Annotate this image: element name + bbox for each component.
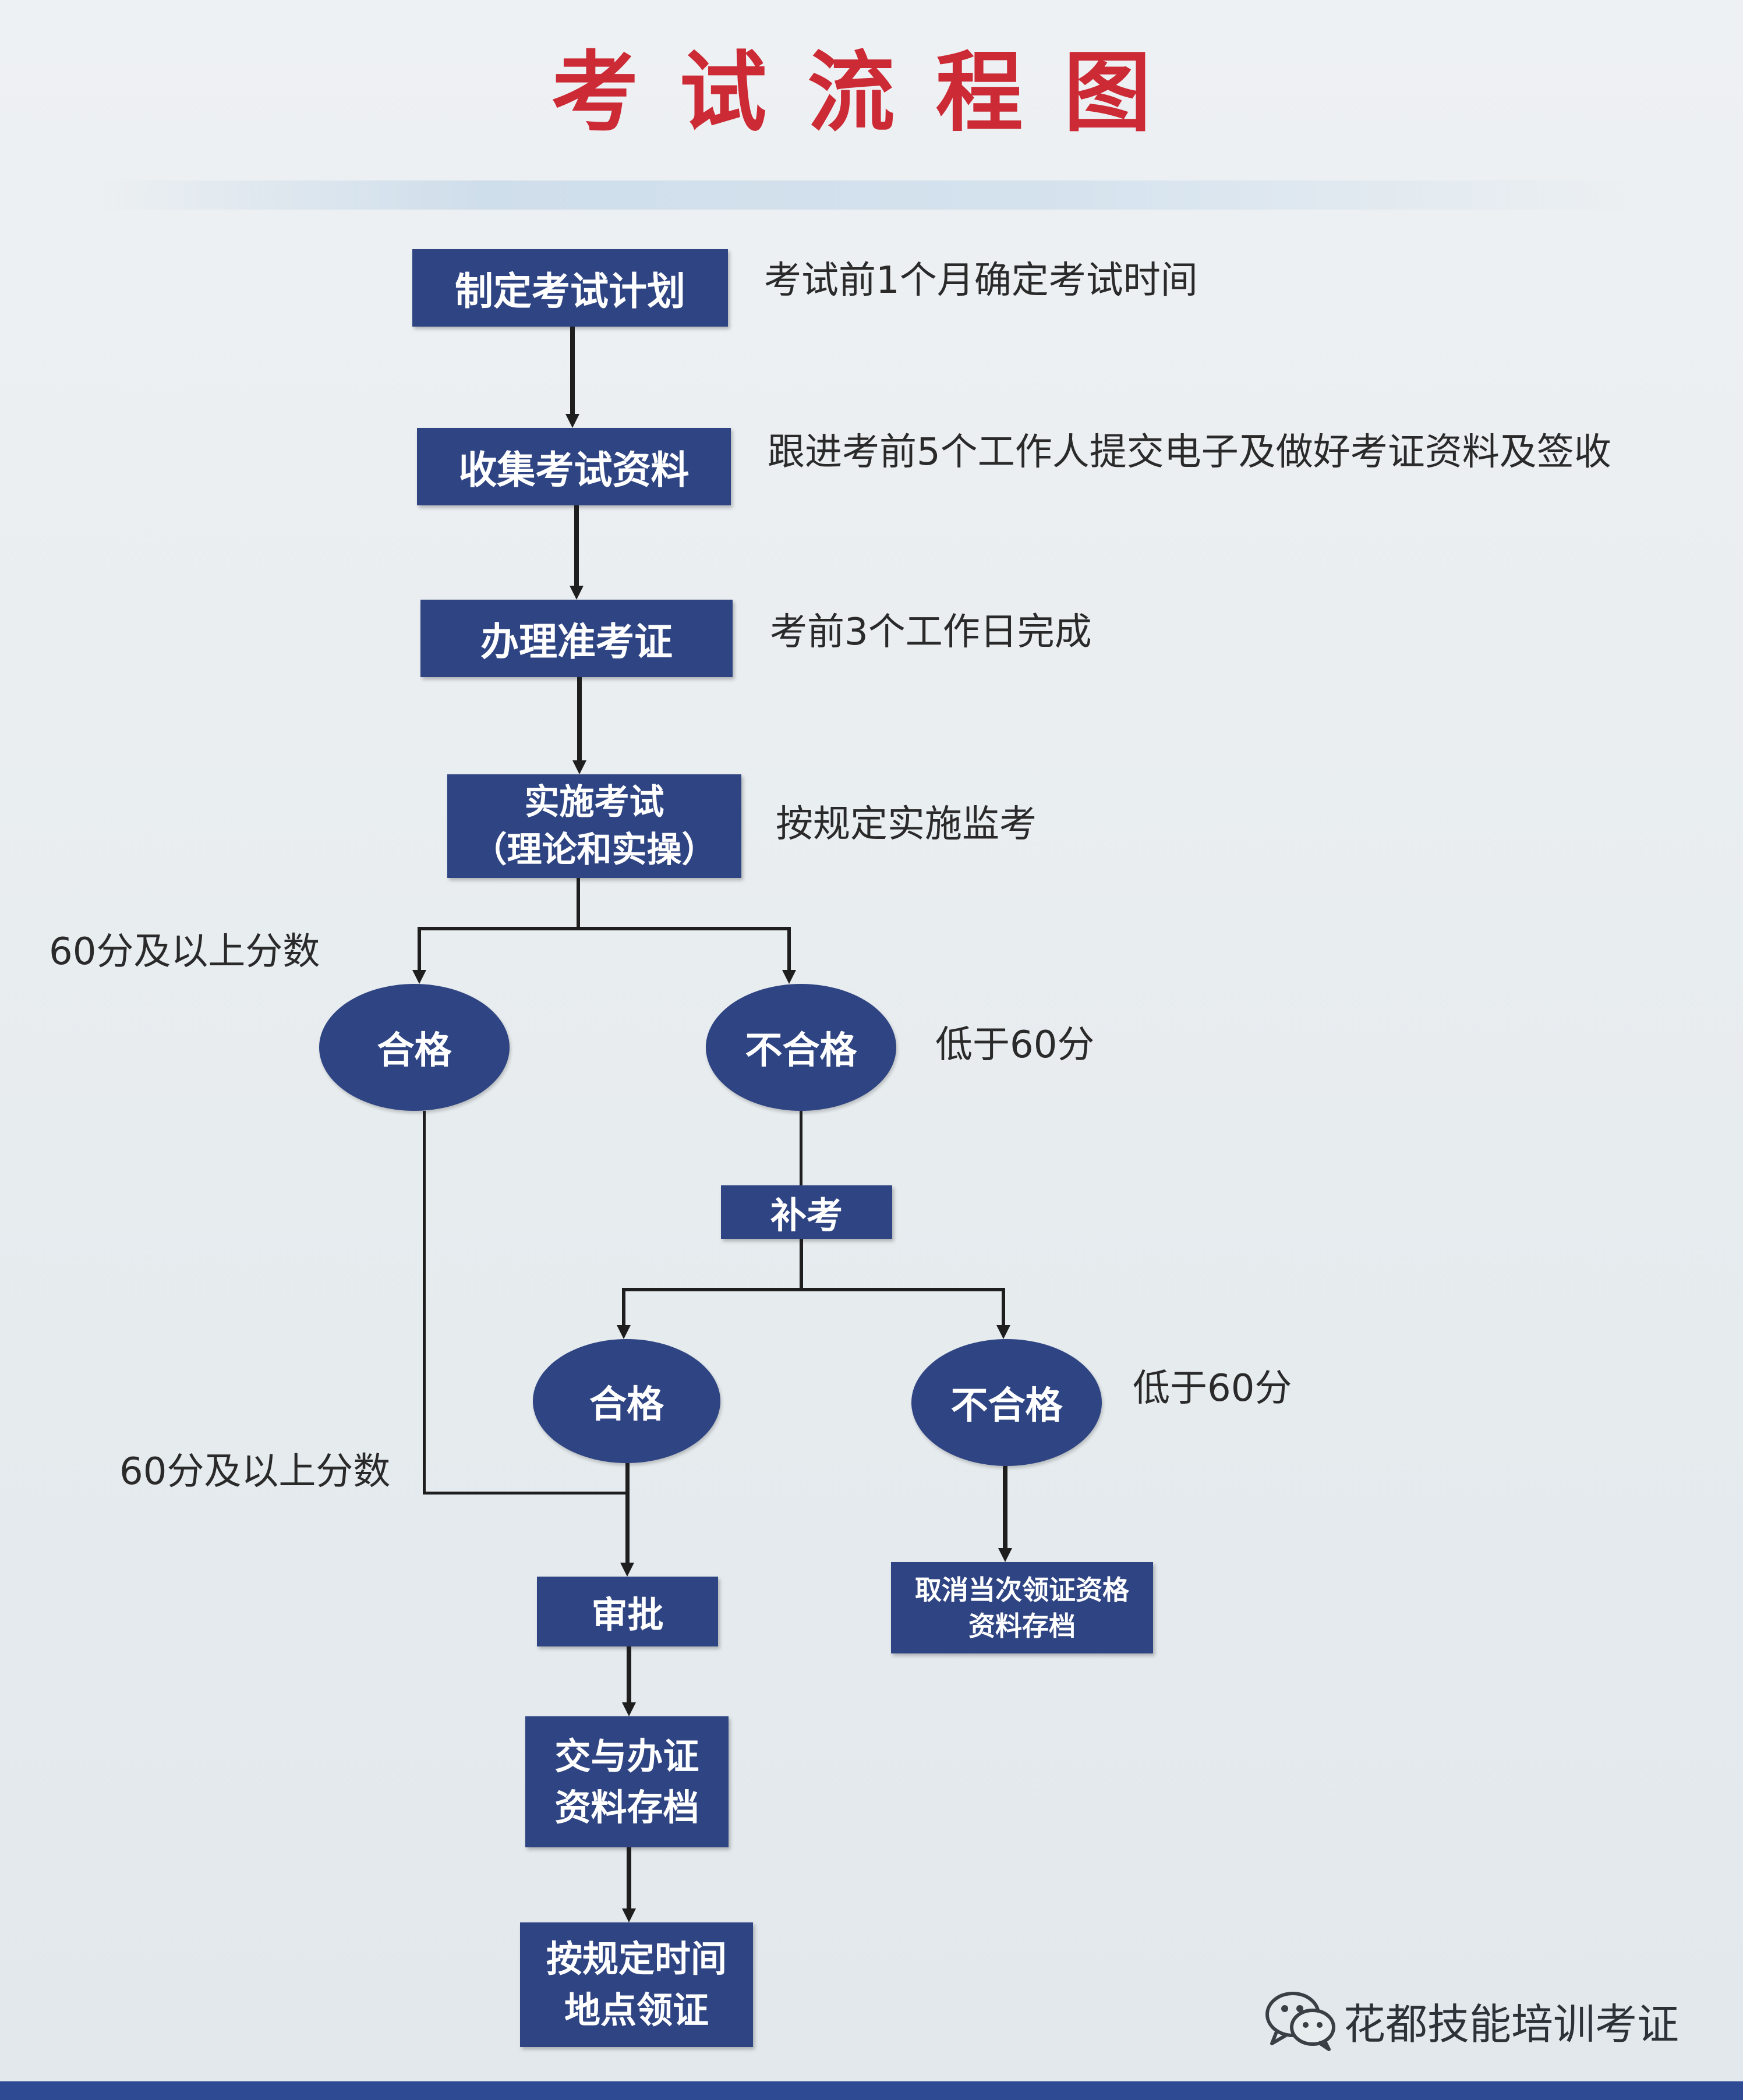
connector-archive-certificate <box>627 1847 631 1908</box>
note-collect: 跟进考前5个工作人提交电子及做好考证资料及签收 <box>768 431 1611 474</box>
connector-exam-split <box>577 878 580 930</box>
connector-to-fail-1 <box>787 927 791 970</box>
arrowhead-admission <box>570 586 584 600</box>
step-exam: 实施考试 （理论和实操） <box>447 774 741 878</box>
note-pass-score-1: 60分及以上分数 <box>49 930 320 973</box>
connector-to-pass-1 <box>418 927 421 970</box>
arrowhead-archive <box>622 1702 636 1716</box>
result-pass-1: 合格 <box>319 984 510 1111</box>
connector-makeup-split <box>800 1239 803 1291</box>
step-archive-label-2: 资料存档 <box>554 1786 699 1829</box>
arrowhead-collect <box>565 414 579 428</box>
step-plan: 制定考试计划 <box>412 249 728 327</box>
connector-to-fail-2 <box>1002 1288 1005 1325</box>
wechat-icon <box>1265 1991 1335 2051</box>
step-cancel-label-2: 资料存档 <box>968 1610 1076 1642</box>
step-plan-label: 制定考试计划 <box>455 268 685 314</box>
result-pass-2: 合格 <box>533 1339 720 1463</box>
connector-pass-2-approve <box>625 1463 630 1563</box>
arrowhead-exam <box>572 760 586 774</box>
step-makeup-label: 补考 <box>770 1194 843 1237</box>
connector-plan-collect <box>570 327 575 414</box>
header-band <box>87 180 1660 210</box>
result-fail-2: 不合格 <box>911 1339 1102 1466</box>
step-makeup: 补考 <box>721 1185 892 1239</box>
connector-collect-admission <box>574 505 579 586</box>
step-admission: 办理准考证 <box>420 600 733 677</box>
page-title: 考试流程图 <box>551 43 1192 144</box>
arrowhead-pass-1 <box>412 970 426 984</box>
arrowhead-fail-2 <box>996 1325 1010 1339</box>
step-exam-label-1: 实施考试 <box>524 782 664 823</box>
watermark: 花都技能培训考证 <box>1264 1985 1679 2055</box>
step-approve: 审批 <box>537 1577 718 1646</box>
step-admission-label: 办理准考证 <box>480 619 673 664</box>
note-fail-score-2: 低于60分 <box>1133 1367 1292 1410</box>
arrowhead-cancel <box>998 1548 1012 1562</box>
step-cancel-label-1: 取消当次领证资格 <box>915 1574 1129 1606</box>
arrowhead-approve <box>620 1563 634 1577</box>
note-pass-score-2: 60分及以上分数 <box>119 1450 391 1493</box>
note-plan: 考试前1个月确定考试时间 <box>764 259 1198 302</box>
step-approve-label: 审批 <box>591 1593 664 1636</box>
note-exam: 按规定实施监考 <box>776 803 1037 846</box>
step-collect-certificate-label-1: 按规定时间 <box>546 1938 727 1980</box>
note-fail-score-1: 低于60分 <box>935 1024 1095 1067</box>
step-collect-certificate-label-2: 地点领证 <box>564 1989 709 2031</box>
connector-approve-archive <box>627 1646 631 1702</box>
arrowhead-certificate <box>622 1908 636 1922</box>
connector-split-bar-2 <box>622 1288 1005 1291</box>
result-fail-1: 不合格 <box>706 984 896 1111</box>
step-collect: 收集考试资料 <box>417 428 731 505</box>
bottom-bar <box>0 2081 1743 2100</box>
connector-pass-1-join <box>423 1492 628 1495</box>
arrowhead-pass-2 <box>617 1325 631 1339</box>
connector-fail-2-cancel <box>1003 1466 1007 1548</box>
step-exam-label-2: （理论和实操） <box>472 830 717 870</box>
step-archive: 交与办证 资料存档 <box>525 1716 729 1847</box>
connector-to-pass-2 <box>622 1288 625 1325</box>
watermark-text: 花都技能培训考证 <box>1344 1999 1680 2049</box>
note-admission: 考前3个工作日完成 <box>770 611 1092 654</box>
step-collect-label: 收集考试资料 <box>458 447 690 493</box>
connector-pass-1-down <box>423 1111 426 1495</box>
connector-fail-makeup <box>800 1111 802 1185</box>
arrowhead-fail-1 <box>782 970 796 984</box>
step-cancel: 取消当次领证资格 资料存档 <box>891 1562 1153 1653</box>
step-archive-label-1: 交与办证 <box>554 1734 699 1777</box>
connector-split-bar <box>418 927 791 930</box>
connector-admission-exam <box>577 677 582 760</box>
step-collect-certificate: 按规定时间 地点领证 <box>520 1922 753 2047</box>
